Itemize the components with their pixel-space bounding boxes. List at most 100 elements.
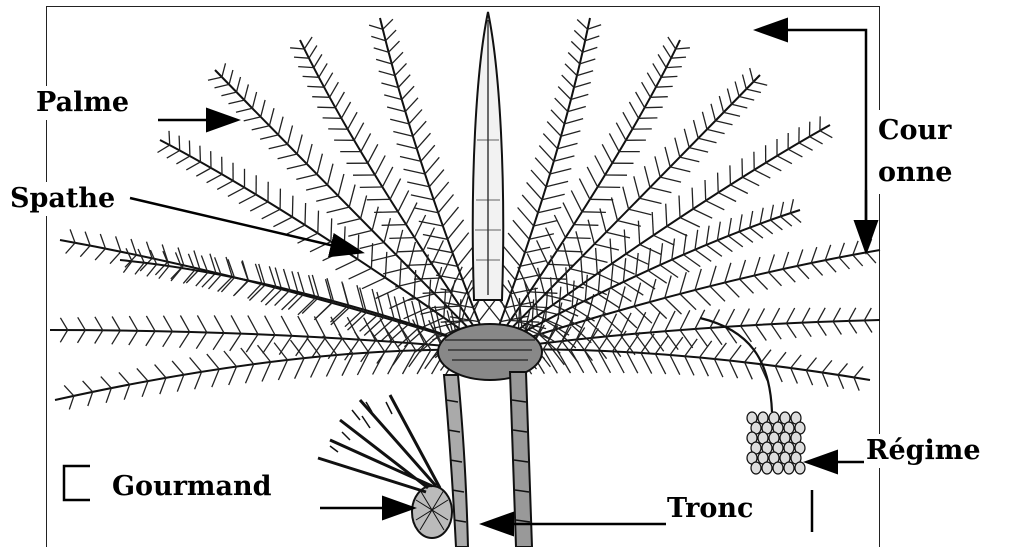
frond-leaflet bbox=[261, 100, 265, 117]
frond-leaflet bbox=[725, 309, 734, 327]
frond-leaflet bbox=[717, 222, 720, 241]
frond-leaflet bbox=[278, 360, 287, 380]
frond-leaflet bbox=[384, 95, 402, 100]
frond-leaflet bbox=[665, 298, 682, 314]
frond-leaflet bbox=[269, 108, 274, 126]
frond-leaflet bbox=[791, 355, 802, 368]
frond-leaflet bbox=[423, 228, 434, 251]
frond-leaflet bbox=[362, 278, 385, 289]
frond-leaflet bbox=[585, 36, 599, 41]
frond-leaflet bbox=[386, 30, 397, 41]
frond-leaflet bbox=[817, 308, 825, 322]
frond-leaflet bbox=[379, 71, 395, 76]
frond-leaflet bbox=[357, 353, 369, 375]
frond-leaflet bbox=[642, 82, 651, 97]
frond-leaflet bbox=[746, 89, 761, 92]
frond-leaflet bbox=[383, 268, 409, 274]
frond-leaflet bbox=[730, 185, 747, 194]
frond-leaflet bbox=[783, 252, 789, 269]
frond-leaflet bbox=[228, 188, 245, 197]
frond-leaflet bbox=[409, 242, 416, 268]
frond-leaflet bbox=[374, 212, 398, 213]
frond-leaflet bbox=[341, 102, 350, 118]
frond-leaflet bbox=[95, 249, 105, 261]
frond-leaflet bbox=[618, 221, 641, 227]
frond-leaflet bbox=[244, 117, 261, 121]
frond-leaflet bbox=[741, 309, 750, 326]
frond-leaflet bbox=[854, 377, 859, 390]
frond-leaflet bbox=[510, 321, 539, 323]
frond-leaflet bbox=[302, 297, 319, 313]
frond-leaflet bbox=[402, 86, 414, 99]
frond-leaflet bbox=[634, 283, 641, 307]
frond-leaflet bbox=[482, 299, 500, 322]
frond-leaflet bbox=[551, 255, 558, 281]
frond-leaflet bbox=[429, 170, 444, 187]
offshoot-gourmand bbox=[318, 395, 452, 538]
frond-leaflet bbox=[354, 123, 364, 141]
frond-leaflet bbox=[281, 316, 292, 336]
frond-leaflet bbox=[304, 37, 312, 49]
frond-leaflet bbox=[374, 48, 389, 52]
frond-leaflet bbox=[739, 232, 753, 243]
frond-leaflet bbox=[246, 364, 254, 383]
frond-leaflet bbox=[684, 255, 701, 267]
frond-leaflet bbox=[342, 282, 349, 306]
frond-leaflet bbox=[732, 104, 748, 108]
frond-leaflet bbox=[760, 224, 773, 234]
frond-leaflet bbox=[619, 286, 626, 310]
frond-leaflet bbox=[479, 299, 497, 322]
frond-leaflet bbox=[382, 225, 407, 226]
frond-leaflet bbox=[196, 332, 207, 348]
frond-leaflet bbox=[551, 110, 564, 124]
frond-leaflet bbox=[297, 135, 302, 154]
frond-leaflet bbox=[213, 333, 224, 350]
frond-leaflet bbox=[588, 25, 602, 30]
frond-leaflet bbox=[209, 275, 222, 289]
frond-leaflet bbox=[629, 102, 638, 118]
frond-leaflet bbox=[296, 337, 309, 356]
frond-leaflet bbox=[572, 281, 574, 307]
frond-leaflet bbox=[743, 75, 747, 90]
frond-leaflet bbox=[582, 212, 606, 213]
frond-leaflet bbox=[653, 235, 674, 245]
frond-leaflet bbox=[786, 308, 794, 323]
frond-leaflet bbox=[212, 369, 219, 387]
frond-leaflet bbox=[753, 82, 767, 85]
frond-leaflet bbox=[839, 258, 849, 270]
spathe-arrow bbox=[130, 198, 360, 252]
frond-leaflet bbox=[650, 312, 660, 333]
frond-leaflet bbox=[525, 247, 550, 253]
frond-leaflet bbox=[163, 331, 173, 346]
frond-leaflet bbox=[307, 86, 324, 87]
frond-leaflet bbox=[590, 199, 613, 200]
frond-leaflet bbox=[167, 151, 180, 159]
frond-leaflet bbox=[112, 331, 121, 345]
frond-leaflet bbox=[295, 358, 305, 379]
frond-leaflet bbox=[291, 340, 305, 358]
frond-leaflet bbox=[83, 381, 93, 392]
frond-leaflet bbox=[534, 221, 558, 227]
frond-leaflet bbox=[314, 316, 325, 337]
frond-leaflet bbox=[336, 259, 358, 270]
frond-leaflet bbox=[195, 372, 202, 390]
frond-leaflet bbox=[425, 157, 439, 174]
frond-leaflet bbox=[80, 246, 90, 257]
frond-leaflet bbox=[180, 332, 190, 348]
frond-leaflet bbox=[806, 370, 812, 385]
frond-leaflet bbox=[554, 215, 565, 238]
frond-leaflet bbox=[119, 372, 130, 384]
frond-leaflet bbox=[372, 207, 378, 231]
frond-leaflet bbox=[263, 335, 275, 353]
frond-leaflet bbox=[244, 84, 248, 100]
frond-leaflet bbox=[667, 226, 688, 236]
frond-leaflet bbox=[695, 269, 701, 290]
frond-leaflet bbox=[648, 271, 667, 284]
frond-leaflet bbox=[178, 248, 184, 266]
frond-leaflet bbox=[388, 351, 401, 374]
frond-leaflet bbox=[176, 156, 190, 164]
frond-leaflet bbox=[568, 53, 580, 64]
frond-leaflet bbox=[675, 138, 680, 157]
frond-leaflet bbox=[348, 112, 357, 129]
frond-leaflet bbox=[222, 63, 226, 77]
